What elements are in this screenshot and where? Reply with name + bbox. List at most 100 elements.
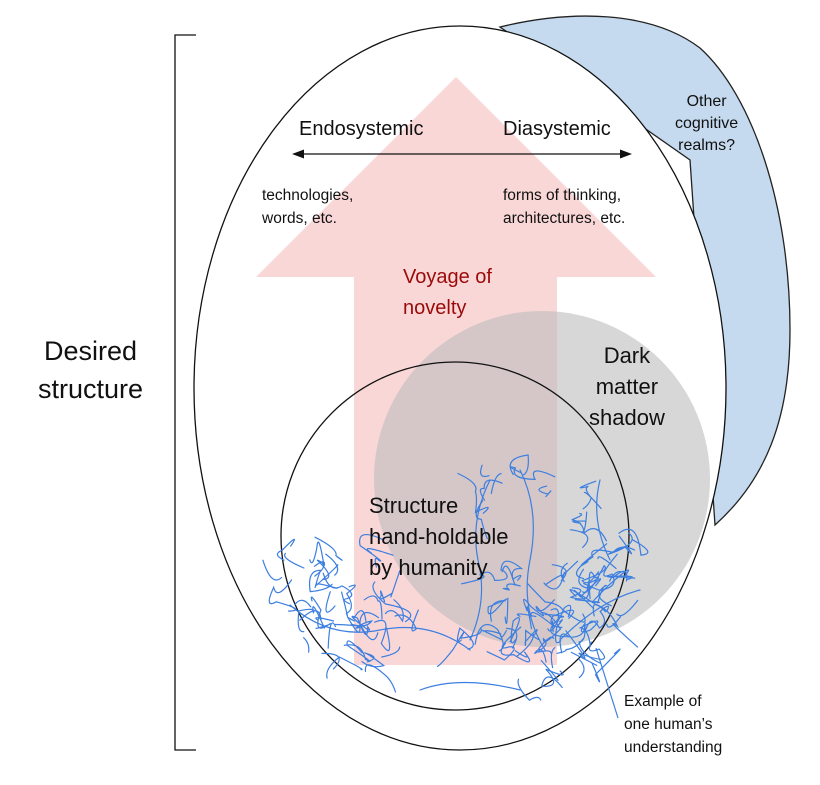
scribble-stroke [573, 578, 602, 610]
scribble-stroke [486, 626, 522, 661]
scribble-stroke [547, 604, 572, 632]
scribble-stroke [509, 617, 520, 644]
scribble-stroke [500, 642, 531, 663]
scribble-stroke [523, 598, 545, 630]
scribble-stroke [540, 668, 564, 689]
scribble-stroke [597, 556, 617, 570]
scribble-stroke [315, 617, 335, 622]
scribble-stroke [363, 595, 383, 620]
scribble-stroke [538, 636, 554, 650]
scribble-stroke [535, 599, 555, 612]
scribble-stroke [572, 520, 587, 524]
scribble-stroke [315, 564, 339, 589]
example-human-understanding-label: Example of one human’s understanding [624, 693, 723, 756]
scribble-stroke [308, 569, 333, 593]
diasystemic-label: Diasystemic [503, 118, 611, 140]
scribble-stroke [569, 529, 589, 549]
scribble-stroke [524, 629, 540, 646]
scribble-stroke [276, 538, 296, 561]
scribble-stroke [560, 562, 568, 583]
scribble-stroke [551, 564, 567, 582]
scribble-stroke [309, 541, 326, 567]
scribble-strand [289, 604, 471, 651]
scribble-stroke [341, 584, 356, 617]
scribble-stroke [384, 599, 404, 623]
scribble-stroke [578, 620, 599, 648]
scribble-stroke [299, 610, 322, 621]
other-cognitive-realms-label: Other cognitive realms? [675, 93, 739, 154]
scribble-stroke [262, 559, 283, 581]
scribble-stroke [578, 658, 585, 679]
scribble-stroke [540, 659, 559, 681]
scribble-strand [596, 479, 611, 561]
scribble-stroke [570, 648, 621, 683]
dark-matter-shadow-label: Dark matter shadow [589, 343, 665, 430]
scribble-stroke [490, 473, 502, 495]
scribble-stroke [334, 620, 373, 629]
desired-structure-bracket [174, 34, 196, 751]
scribble-stroke [326, 656, 363, 679]
scribble-stroke [347, 617, 355, 622]
voyage-of-novelty-label: Voyage of novelty [403, 266, 492, 319]
scribble-stroke [530, 611, 555, 633]
scribble-stroke [517, 678, 542, 701]
scribble-stroke [569, 589, 639, 648]
scribble-strand [419, 681, 521, 691]
scribble-stroke [581, 511, 588, 533]
scribble-stroke [353, 610, 367, 622]
scribble-stroke [534, 628, 562, 663]
desired-structure-label: Desired structure [38, 336, 144, 404]
scribble-stroke [284, 552, 305, 569]
endosystemic-label: Endosystemic [299, 118, 424, 140]
scribble-stroke [294, 599, 312, 608]
scribble-stroke [297, 606, 325, 633]
scribble-stroke [461, 569, 508, 585]
scribble-stroke [582, 571, 600, 600]
scribble-stroke [516, 613, 537, 618]
scribble-stroke [565, 630, 605, 660]
scribble-stroke [361, 652, 386, 668]
scribble-stroke [394, 609, 419, 632]
scribble-stroke [550, 647, 556, 669]
scribble-stroke [509, 454, 529, 476]
scribble-strand [519, 469, 546, 651]
scribble-stroke [516, 633, 534, 657]
scribble-stroke [359, 533, 384, 568]
scribble-stroke [364, 664, 397, 693]
scribble-stroke [570, 623, 602, 665]
scribble-strand [559, 589, 641, 641]
scribble-stroke [574, 569, 629, 604]
endo-dia-double-arrow [292, 149, 632, 159]
scribble-stroke [540, 611, 562, 630]
scribble-stroke [381, 646, 401, 658]
scribble-strand [469, 479, 491, 641]
scribble-stroke [618, 528, 649, 556]
scribble-stroke [303, 637, 310, 653]
scribble-stroke [571, 512, 607, 542]
scribble-stroke [325, 591, 336, 613]
scribble-stroke [480, 464, 490, 478]
scribble-stroke [583, 553, 618, 591]
technologies-label: technologies, words, etc. [262, 187, 354, 227]
scribble-stroke [314, 536, 343, 561]
forms-of-thinking-label: forms of thinking, architectures, etc. [503, 187, 626, 227]
scribble-stroke [527, 583, 586, 623]
scribble-stroke [475, 500, 488, 540]
scribble-stroke [343, 640, 371, 662]
scribble-stroke [361, 626, 379, 641]
scribble-stroke [609, 575, 633, 581]
example-pointer-line [595, 647, 619, 719]
scribble-stroke [479, 479, 503, 501]
scribble-stroke [609, 571, 622, 582]
scribble-stroke [606, 615, 622, 628]
hand-holdable-structure-label: Structure hand-holdable by humanity [369, 493, 509, 580]
scribble-stroke [538, 650, 552, 654]
scribble-stroke [457, 472, 489, 514]
scribble-stroke [501, 565, 522, 581]
scribble-stroke [372, 581, 412, 623]
scribble-stroke [585, 605, 609, 631]
scribble-stroke [607, 532, 633, 555]
scribble-stroke [505, 627, 518, 649]
